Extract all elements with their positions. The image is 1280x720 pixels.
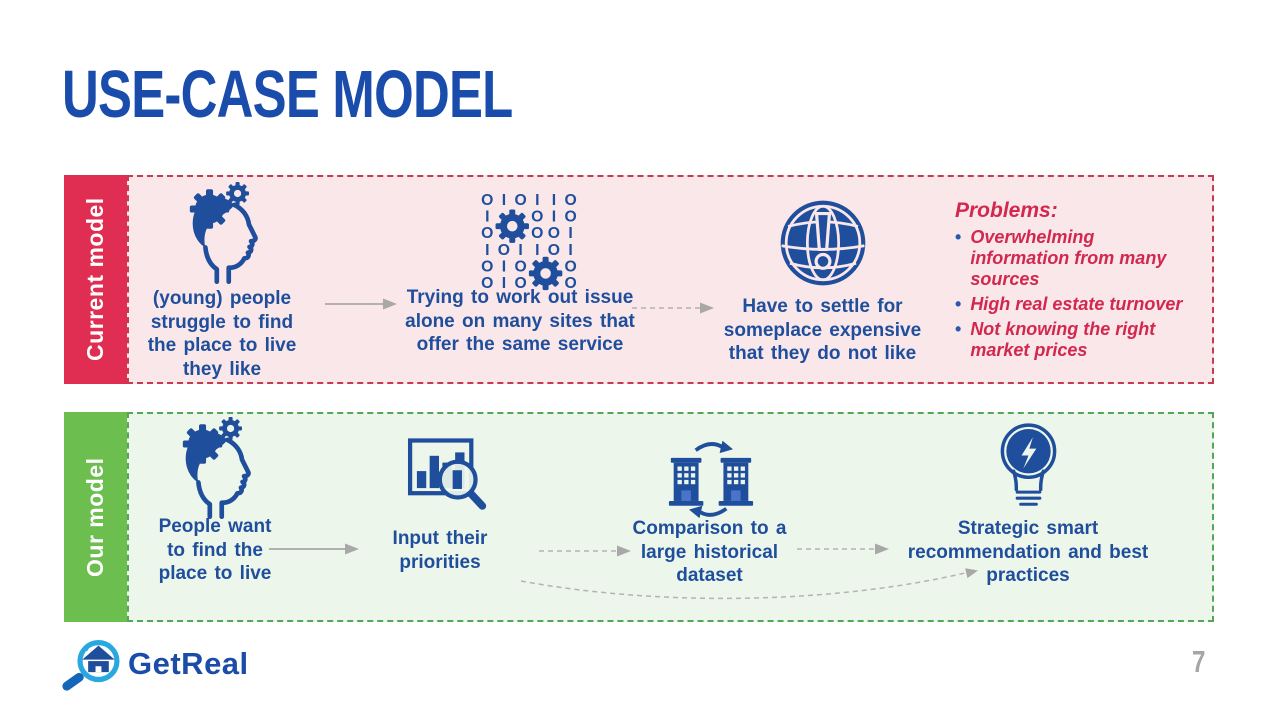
our-model-label: Our model <box>64 412 127 622</box>
house-magnifier-icon <box>62 640 120 691</box>
problems-list: Problems: • Overwhelming information fro… <box>955 199 1203 365</box>
buildings-compare-icon <box>668 440 754 519</box>
our-step-3-text: Comparison to a large historical dataset <box>632 518 787 587</box>
arrow-dashed-icon <box>797 543 889 555</box>
page-title: USE-CASE MODEL <box>62 57 513 132</box>
problem-item: • Overwhelming information from many sou… <box>955 227 1203 290</box>
page-number: 7 <box>1192 644 1206 679</box>
mind-gears-icon <box>163 416 267 525</box>
arrow-solid-icon <box>325 298 397 310</box>
our-step-2-text: Input their priorities <box>392 528 488 573</box>
chart-magnifier-icon <box>407 438 487 510</box>
current-model-label: Current model <box>64 175 127 384</box>
arrow-dashed-icon <box>632 302 714 314</box>
logo-text: GetReal <box>128 646 249 681</box>
bullet-icon: • <box>955 227 962 247</box>
current-model-panel <box>127 175 1214 384</box>
our-step-4-text: Strategic smart recommendation and best … <box>907 518 1149 587</box>
current-step-1-text: (young) people struggle to find the plac… <box>147 288 297 380</box>
arrow-dashed-icon <box>539 545 631 557</box>
problem-item: • High real estate turnover <box>955 294 1203 315</box>
problems-heading: Problems: <box>955 199 1058 222</box>
bullet-icon: • <box>955 294 962 315</box>
current-model-band: Current model (young) people struggle to… <box>64 175 1214 384</box>
current-step-2-text: Trying to work out issue alone on many s… <box>405 287 635 356</box>
mind-gears-icon <box>170 181 274 290</box>
bullet-icon: • <box>955 319 962 340</box>
our-model-band: Our model People want to find the place … <box>64 412 1214 622</box>
current-step-3-text: Have to settle for someplace expensive t… <box>723 296 922 365</box>
problem-item: • Not knowing the right market prices <box>955 319 1203 361</box>
problem-item-text: Overwhelming information from many sourc… <box>970 227 1167 290</box>
arrow-curved-dashed-icon <box>520 568 978 600</box>
our-step-1-text: People want to find the place to live <box>158 516 272 585</box>
arrow-solid-icon <box>269 543 359 555</box>
lightbulb-idea-icon <box>1000 423 1057 506</box>
problem-item-text: High real estate turnover <box>970 294 1183 315</box>
problem-item-text: Not knowing the right market prices <box>970 319 1156 361</box>
globe-alert-icon <box>780 200 866 286</box>
